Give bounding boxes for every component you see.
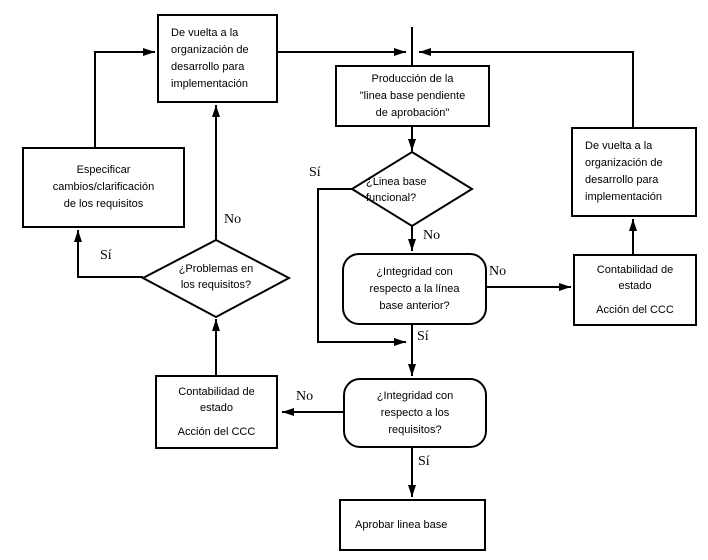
label-no-functional: No <box>423 228 441 243</box>
node-text-line: implementación <box>171 77 249 90</box>
decision-diamond-functional <box>350 150 474 228</box>
node-text-line: Acción del CCC <box>596 304 674 316</box>
node-text-line: Especificar <box>76 164 131 176</box>
node-text-line: Contabilidad de <box>178 386 255 398</box>
node-integrity-requirements: ¿Integridad con respecto a los requisito… <box>343 378 487 448</box>
node-text-line: Contabilidad de <box>596 264 674 276</box>
node-text-line: respecto a la línea <box>369 282 460 295</box>
node-text-line: Acción del CCC <box>177 426 256 438</box>
label-no-problems: No <box>224 212 242 227</box>
node-text-line: ¿Problemas en <box>178 263 254 275</box>
node-text-line: los requisitos? <box>180 279 252 291</box>
node-text-line: respecto a los <box>380 406 450 419</box>
label-yes-problems: Sí <box>100 248 112 263</box>
node-text-line: Aprobar linea base <box>355 518 448 531</box>
node-text-line: requisitos? <box>388 423 442 436</box>
label-yes-integrity-requirements: Sí <box>418 454 430 469</box>
node-text-line: base anterior? <box>379 299 450 312</box>
node-text-line: organización de <box>171 43 249 56</box>
label-no-integrity-previous: No <box>489 264 507 279</box>
node-text-gap <box>575 294 695 302</box>
node-text-line: funcional? <box>366 192 417 204</box>
node-text-line: Producción de la <box>371 72 454 85</box>
node-status-accounting-right: Contabilidad de estado Acción del CCC <box>573 254 697 326</box>
node-text-line: estado <box>199 402 234 414</box>
label-yes-integrity-previous: Sí <box>417 329 429 344</box>
decision-text-problems: ¿Problemas en los requisitos? <box>146 261 286 293</box>
node-text-line: desarrollo para <box>585 174 659 186</box>
arrow-backdev-right-to-junction <box>419 48 634 127</box>
node-specify-changes: Especificar cambios/clarificación de los… <box>22 147 185 228</box>
node-integrity-previous-baseline: ¿Integridad con respecto a la línea base… <box>342 253 487 325</box>
node-text-line: implementación <box>585 191 663 203</box>
arrow-problems-yes-to-specify <box>74 230 143 278</box>
node-back-to-dev-top-left: De vuelta a la organización de desarroll… <box>157 14 278 103</box>
node-text-line: De vuelta a la <box>585 140 653 152</box>
decision-text-functional: ¿Linea base funcional? <box>366 174 466 206</box>
node-text-line: ¿Linea base <box>366 176 427 188</box>
node-text-line: De vuelta a la <box>171 26 239 39</box>
node-text-line: "linea base pendiente <box>359 89 466 102</box>
node-text-line: desarrollo para <box>171 60 245 73</box>
node-text-line: estado <box>618 280 652 292</box>
node-text-line: de aprobación" <box>375 106 450 119</box>
arrow-specify-to-backdev-left <box>94 48 155 147</box>
node-text-line: organización de <box>585 157 663 169</box>
label-yes-functional: Sí <box>309 165 321 180</box>
node-text-line: de los requisitos <box>63 198 144 210</box>
node-text-line: ¿Integridad con <box>376 265 453 278</box>
node-status-accounting-left: Contabilidad de estado Acción del CCC <box>155 375 278 449</box>
node-approve-baseline: Aprobar linea base <box>339 499 486 551</box>
node-text-gap <box>157 416 276 424</box>
node-text-line: ¿Integridad con <box>376 389 454 402</box>
arrow-functional-yes-bypass <box>317 188 406 346</box>
node-text-line: cambios/clarificación <box>52 181 155 193</box>
node-back-to-dev-right: De vuelta a la organización de desarroll… <box>571 127 697 217</box>
label-no-integrity-requirements: No <box>296 389 314 404</box>
node-production-pending-baseline: Producción de la "linea base pendiente d… <box>335 65 490 127</box>
decision-diamond-problems <box>140 238 292 319</box>
